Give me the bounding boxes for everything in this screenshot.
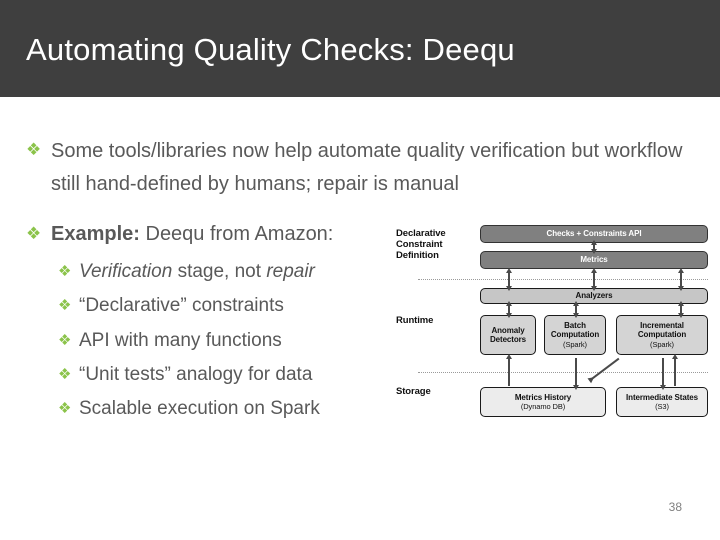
sub-bullet-item-5: ❖ Scalable execution on Spark bbox=[58, 394, 408, 423]
connector-metrics-analyzers-right bbox=[678, 268, 683, 291]
box-title: Batch Computation bbox=[550, 320, 600, 340]
diagram-box-batch-computation: Batch Computation (Spark) bbox=[544, 315, 606, 355]
diagram-divider-1 bbox=[418, 279, 708, 280]
deequ-architecture-diagram: Declarative Constraint Definition Runtim… bbox=[394, 222, 710, 422]
diagram-section-label-storage: Storage bbox=[396, 386, 431, 397]
connector-history-anomaly bbox=[506, 354, 511, 386]
bullet-1-line-1: Some tools/libraries now help automate q… bbox=[51, 140, 566, 162]
connector-api-metrics bbox=[591, 240, 596, 254]
bullet-item-1: ❖ Some tools/libraries now help automate… bbox=[26, 135, 686, 201]
box-title: Incremental Computation bbox=[637, 320, 687, 340]
connector-intermediate-incremental-up bbox=[672, 354, 677, 386]
box-subtitle: (Spark) bbox=[563, 339, 587, 349]
box-title: Checks + Constraints API bbox=[546, 229, 642, 239]
box-title: Metrics bbox=[580, 255, 608, 265]
bullet-item-2-text: Example: Deequ from Amazon: bbox=[51, 219, 333, 249]
box-subtitle: (Spark) bbox=[650, 339, 674, 349]
connector-analyzers-incremental bbox=[678, 301, 683, 318]
sub-bullet-item-2: ❖ “Declarative” constraints bbox=[58, 291, 408, 320]
sub-bullet-4-text: “Unit tests” analogy for data bbox=[79, 364, 313, 385]
slide-header-bar: Automating Quality Checks: Deequ bbox=[0, 0, 720, 97]
sub-bullet-item-3: ❖ API with many functions bbox=[58, 326, 408, 355]
bullet-diamond-icon: ❖ bbox=[26, 224, 42, 243]
bullet-2-rest: Deequ from Amazon: bbox=[139, 223, 334, 245]
sub-bullet-item-4: ❖ “Unit tests” analogy for data bbox=[58, 360, 408, 389]
box-subtitle: (S3) bbox=[655, 402, 669, 411]
sub-bullet-1-text: Verification stage, not repair bbox=[79, 257, 315, 286]
connector-incremental-history-diagonal bbox=[589, 358, 620, 382]
bullet-2-label: Example: bbox=[51, 223, 140, 245]
sub-bullet-1-italic-a: Verification bbox=[79, 261, 173, 282]
bullet-diamond-icon: ❖ bbox=[58, 297, 72, 314]
bullet-diamond-icon: ❖ bbox=[58, 366, 72, 383]
box-subtitle: (Dynamo DB) bbox=[520, 402, 566, 411]
box-title: Anomaly Detectors bbox=[489, 325, 526, 345]
sub-bullet-3-text: API with many functions bbox=[79, 330, 282, 351]
sub-bullet-1-mid: stage, not bbox=[172, 261, 267, 282]
sub-bullet-item-1: ❖ Verification stage, not repair bbox=[58, 257, 408, 286]
slide-title: Automating Quality Checks: Deequ bbox=[26, 32, 515, 67]
box-title: Metrics History bbox=[514, 392, 572, 402]
page-number: 38 bbox=[668, 500, 682, 514]
sub-bullet-2-text: “Declarative” constraints bbox=[79, 295, 284, 316]
slide-body: ❖ Some tools/libraries now help automate… bbox=[0, 97, 720, 540]
connector-metrics-analyzers-mid bbox=[591, 268, 596, 291]
bullet-diamond-icon: ❖ bbox=[58, 332, 72, 349]
diagram-section-label-runtime: Runtime bbox=[396, 315, 434, 326]
bullet-diamond-icon: ❖ bbox=[58, 263, 72, 280]
box-title: Analyzers bbox=[575, 291, 613, 301]
sub-bullet-5-text: Scalable execution on Spark bbox=[79, 398, 320, 419]
connector-analyzers-batch bbox=[573, 301, 578, 318]
diagram-box-intermediate-states: Intermediate States (S3) bbox=[616, 387, 708, 417]
bullet-1-line-2: but workflow still hand-defined by human… bbox=[51, 140, 683, 195]
bullet-item-2: ❖ Example: Deequ from Amazon: bbox=[26, 219, 406, 249]
connector-batch-history bbox=[573, 358, 578, 390]
bullet-diamond-icon: ❖ bbox=[26, 140, 42, 159]
connector-incremental-intermediate-down bbox=[660, 358, 665, 390]
diagram-box-anomaly-detectors: Anomaly Detectors bbox=[480, 315, 536, 355]
diagram-box-metrics-history: Metrics History (Dynamo DB) bbox=[480, 387, 606, 417]
diagram-divider-2 bbox=[418, 372, 708, 373]
connector-metrics-analyzers-left bbox=[506, 268, 511, 291]
diagram-section-label-declarative: Declarative Constraint Definition bbox=[396, 228, 446, 261]
connector-analyzers-anomaly bbox=[506, 301, 511, 318]
diagram-box-incremental-computation: Incremental Computation (Spark) bbox=[616, 315, 708, 355]
bullet-diamond-icon: ❖ bbox=[58, 400, 72, 417]
sub-bullet-1-italic-b: repair bbox=[266, 261, 315, 282]
bullet-item-1-text: Some tools/libraries now help automate q… bbox=[51, 135, 686, 201]
box-title: Intermediate States bbox=[626, 392, 698, 402]
